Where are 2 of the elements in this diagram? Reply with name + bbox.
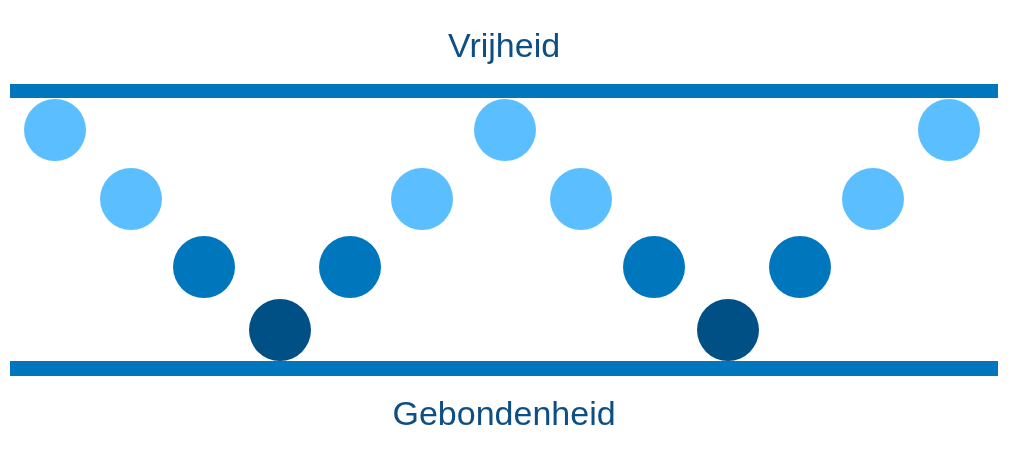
top-label: Vrijheid: [448, 28, 561, 62]
bottom-label: Gebondenheid: [392, 396, 616, 430]
